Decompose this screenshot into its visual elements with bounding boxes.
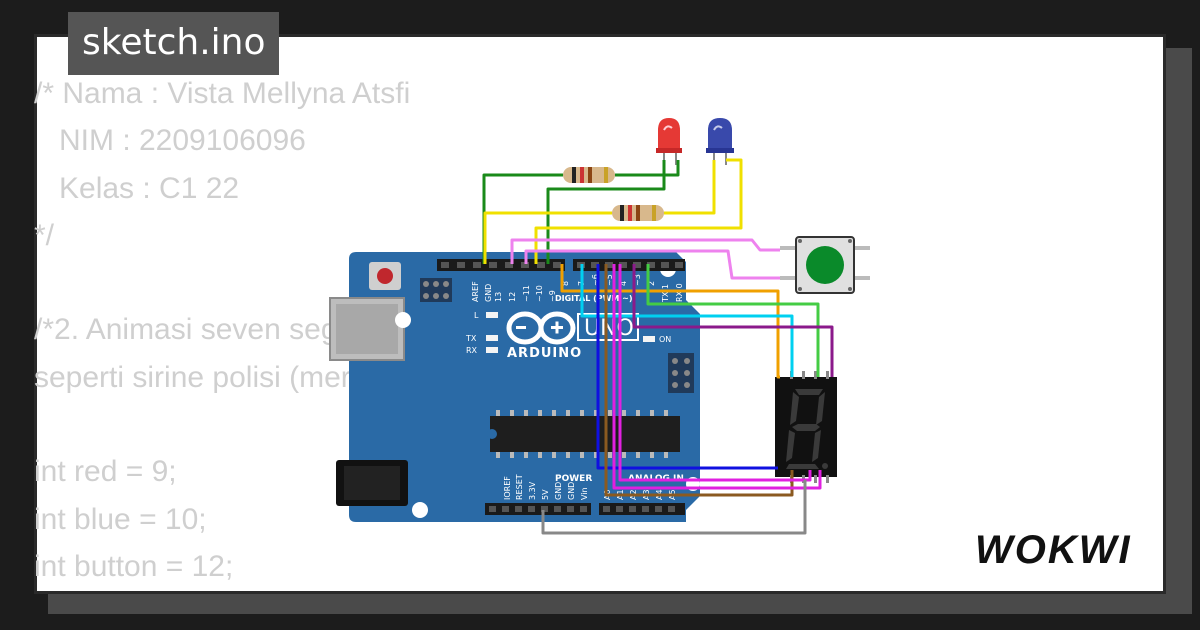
code-line: int red = 9;	[34, 455, 177, 489]
pin-label: ~6	[591, 274, 600, 286]
led-blue[interactable]	[706, 118, 734, 165]
pin-label: GND	[554, 482, 563, 500]
led-rx-label: RX	[466, 346, 478, 355]
pin-label: 13	[494, 292, 503, 302]
digital-header-left	[437, 259, 565, 271]
pin-label: 5V	[541, 489, 550, 500]
pin-label: ~9	[548, 290, 557, 302]
pin-label: 2	[647, 281, 656, 286]
pin-label: ~3	[633, 274, 642, 286]
power-label: POWER	[555, 474, 592, 484]
arduino-uno-board[interactable]: AREF GND 13 12 ~11 ~10 ~9 8 7 ~6 ~5 4 ~3…	[329, 252, 700, 522]
led-l-label: L	[474, 311, 479, 320]
code-line: */	[34, 218, 55, 252]
pin-label: IOREF	[503, 476, 512, 500]
code-line: Kelas : C1 22	[34, 171, 240, 205]
digital-header-right	[573, 259, 685, 271]
on-led-label: ON	[659, 335, 671, 344]
pin-label: ~5	[605, 274, 614, 286]
pin-label: GND	[484, 284, 493, 302]
pin-label: RESET	[515, 474, 524, 500]
code-line: int button = 12;	[34, 549, 234, 583]
wokwi-logo[interactable]: WOKWI	[975, 528, 1132, 572]
filename-tag[interactable]: sketch.ino	[68, 12, 280, 75]
pin-label: 8	[561, 281, 570, 286]
atmega-chip	[490, 416, 680, 452]
push-button[interactable]	[780, 236, 870, 294]
pin-label: 3.3V	[528, 481, 537, 500]
pin-label: Vin	[580, 487, 589, 500]
pin-label: 4	[619, 281, 628, 286]
wiring	[482, 158, 834, 535]
arduino-logo: ARDUINO	[506, 311, 582, 361]
code-line: NIM : 2209106096	[34, 124, 306, 158]
seven-segment-display[interactable]	[775, 371, 837, 483]
pin-label: RX 0	[675, 283, 684, 302]
pin-label: ~11	[522, 285, 531, 302]
code-line: /* Nama : Vista Mellyna Atsfi	[34, 77, 411, 110]
power-header	[485, 503, 591, 515]
led-red[interactable]	[656, 118, 682, 165]
model-label: UNO	[584, 316, 634, 341]
pin-label: GND	[567, 482, 576, 500]
code-line: int blue = 10;	[34, 502, 207, 536]
pin-label: TX 1	[661, 284, 670, 303]
pin-label: ~10	[535, 285, 544, 302]
resistor-2[interactable]	[598, 205, 678, 221]
pin-label: 12	[508, 292, 517, 302]
led-tx-label: TX	[465, 334, 477, 343]
pin-label: AREF	[471, 281, 480, 302]
arduino-wordmark: ARDUINO	[507, 346, 582, 361]
digital-label: DIGITAL (PWM ~)	[555, 294, 633, 303]
